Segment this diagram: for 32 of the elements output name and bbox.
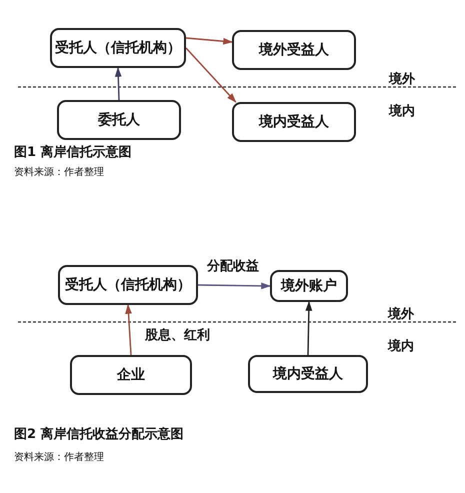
node-label: 受托人（信托机构）: [55, 39, 181, 57]
process-box: [232, 102, 356, 142]
source-note: 资料来源：作者整理: [14, 166, 104, 179]
process-box: [232, 30, 356, 70]
region-label: 境内: [388, 338, 414, 355]
process-box: [70, 355, 192, 395]
node-label: 境内受益人: [259, 113, 329, 131]
process-box: [270, 270, 348, 302]
figure-caption: 图2 离岸信托收益分配示意图: [14, 426, 184, 443]
arrow: [114, 67, 122, 100]
edge-label: 分配收益: [205, 257, 261, 275]
region-label: 境内: [389, 102, 415, 120]
process-box: [248, 355, 368, 393]
arrow: [185, 48, 236, 103]
figure-caption: 图1 离岸信托示意图: [14, 144, 132, 161]
arrow: [125, 304, 132, 356]
process-box: [50, 28, 186, 68]
edge-label: 股息、红利: [143, 326, 212, 344]
source-note: 资料来源：作者整理: [14, 450, 104, 464]
node-label: 委托人: [98, 111, 140, 129]
region-label: 境外: [388, 306, 414, 323]
node-label: 境内受益人: [273, 365, 343, 383]
node-label: 受托人（信托机构）: [65, 276, 191, 294]
arrow: [305, 301, 312, 356]
node-label: 境外受益人: [259, 41, 329, 59]
node-label: 企业: [117, 366, 145, 384]
process-box: [57, 100, 181, 140]
region-label: 境外: [389, 70, 415, 88]
arrow: [198, 282, 271, 290]
arrow: [186, 37, 233, 45]
node-label: 境外账户: [281, 277, 337, 295]
process-box: [58, 265, 198, 305]
